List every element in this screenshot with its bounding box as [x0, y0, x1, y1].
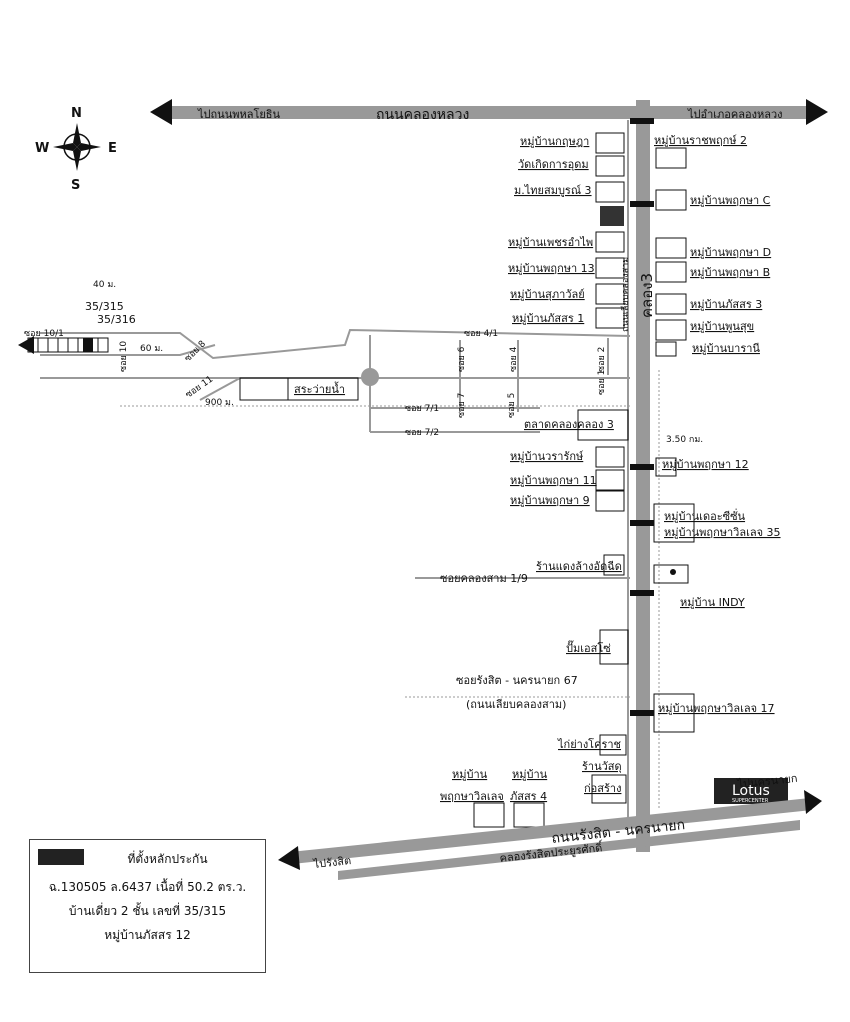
soi-7-2-label: ซอย 7/2 [405, 428, 439, 438]
indy-point [670, 569, 676, 575]
gas-station-logo-icon [600, 206, 624, 226]
place-theseasons: หมู่บ้านเดอะซีซั่น [664, 508, 746, 523]
legend-title: ที่ตั้งหลักประกัน [127, 852, 208, 866]
place-thaisomboon: ม.ไทยสมบูรณ์ 3 [514, 184, 592, 197]
soi-canal-label: ซอยคลองสาม 1/9 [440, 572, 528, 585]
distance-350-label: 3.50 กม. [666, 435, 703, 445]
east-place-boxes [653, 147, 695, 733]
place-kaiyang: ไก่ย่างโคราช [557, 737, 621, 751]
place-barani: หมู่บ้านบารานี [692, 342, 760, 355]
arrow-bottom-left-icon [278, 846, 300, 870]
roundabout [361, 368, 379, 386]
soi-4-1-label: ซอย 4/1 [464, 329, 498, 339]
soi-5-label: ซอย 5 [507, 393, 517, 418]
place-esso: ปั๊มเอสโซ่ [566, 640, 611, 655]
place-ratchaphruek2: หมู่บ้านราชพฤกษ์ 2 [654, 134, 747, 147]
distance-900-label: 900 ม. [205, 398, 234, 408]
place-poonsuk: หมู่บ้านพูนสุข [690, 320, 754, 333]
place-passorn1: หมู่บ้านภัสสร 1 [512, 312, 584, 325]
lotus-logo [714, 778, 788, 804]
west-place-boxes [473, 132, 629, 828]
legend-line-4: หมู่บ้านภัสสร 12 [104, 928, 191, 942]
place-pruksa13: หมู่บ้านพฤกษา 13 [508, 262, 595, 275]
vertical-road-label: ถนนเลียบคลองสาม [620, 257, 631, 332]
arrow-bottom-right-icon [804, 790, 822, 814]
svg-text:N: N [71, 106, 82, 121]
soi-7-label: ซอย 7 [457, 393, 467, 418]
place-market: ตลาดคลองคลอง 3 [524, 418, 614, 431]
road-top-left-label: ไปถนนพหลโยธิน [197, 107, 281, 121]
soi-rangsit67-sub-label: (ถนนเลียบคลองสาม) [466, 698, 566, 711]
svg-text:S: S [71, 178, 80, 193]
soi-4-label: ซอย 4 [509, 346, 519, 372]
lotus-logo-text: Lotus [732, 783, 770, 799]
bridge-markers [630, 118, 654, 716]
soi-1-label: ซอย 1 [597, 370, 607, 395]
distance-60-label: 60 ม. [140, 344, 163, 354]
arrow-left-icon [150, 99, 172, 125]
place-pruksa9: หมู่บ้านพฤกษา 9 [510, 494, 590, 507]
svg-text:E: E [108, 141, 117, 156]
place-pruksaC: หมู่บ้านพฤกษา C [690, 194, 771, 207]
road-bottom-left-label: ไปรังสิต [312, 854, 352, 871]
lotus-logo-sub: SUPERCENTER [732, 798, 769, 804]
arrow-right-icon [806, 99, 828, 125]
place-passorn3: หมู่บ้านภัสสร 3 [690, 298, 762, 311]
soi-7-1-label: ซอย 7/1 [405, 404, 439, 414]
pool-box [239, 377, 289, 401]
soi-10-label: ซอย 10 [119, 341, 129, 372]
vertical-main-road [636, 100, 650, 852]
place-ps4-b: ภัสสร 4 [510, 790, 547, 803]
place-material-2: ก่อสร้าง [584, 782, 621, 795]
place-pruksaD: หมู่บ้านพฤกษา D [690, 246, 771, 259]
compass-rose-icon: N S E W [35, 106, 117, 193]
canal-label: คลอง3 [638, 273, 656, 318]
plot-strip [27, 337, 109, 353]
soi-6-label: ซอย 6 [457, 346, 467, 372]
plot-315-label: 35/315 [85, 300, 124, 313]
place-pruksa11: หมู่บ้านพฤกษา 11 [510, 474, 597, 487]
place-sukhawan: หมู่บ้านสุภาวัลย์ [510, 288, 585, 301]
place-pruksaB: หมู่บ้านพฤกษา B [690, 266, 770, 279]
legend-line-2: ฉ.130505 ล.6437 เนื้อที่ 50.2 ตร.ว. [48, 880, 247, 894]
bottom-main-road [290, 798, 812, 864]
place-kookuncha: หมู่บ้านกฤษฎา [520, 135, 589, 148]
soi-2-label: ซอย 2 [597, 347, 607, 372]
place-indy: หมู่บ้าน INDY [680, 596, 745, 609]
svg-text:W: W [35, 141, 49, 156]
legend-box: ที่ตั้งหลักประกัน ฉ.130505 ล.6437 เนื้อท… [29, 839, 266, 973]
soi-10-1-label: ซอย 10/1 [24, 329, 64, 339]
road-top-right-label: ไปอำเภอคลองหลวง [687, 108, 783, 121]
place-pruksa12: หมู่บ้านพฤกษา 12 [662, 458, 749, 471]
place-temple: วัดเกิดการอุดม [518, 158, 589, 171]
arrow-left-small-icon [18, 336, 34, 354]
soi-rangsit67-label: ซอยรังสิต - นครนายก 67 [456, 674, 578, 687]
pool-label-box [287, 377, 359, 401]
place-ps4-a: หมู่บ้าน [512, 768, 548, 781]
pool-label: สระว่ายน้ำ [294, 381, 345, 396]
place-pruksavillage17: หมู่บ้านพฤกษาวิลเลจ 17 [658, 702, 775, 715]
road-bottom-right-label: ไปนครนายก [736, 772, 798, 791]
collateral-plot-marker [83, 338, 93, 352]
place-laundry: ร้านแดงล้างอัดฉีด [536, 560, 622, 573]
place-material-1: ร้านวัสดุ [582, 760, 622, 773]
legend-swatch [38, 849, 84, 865]
road-top-main-label: ถนนคลองหลวง [376, 107, 469, 123]
legend-line-3: บ้านเดี่ยว 2 ชั้น เลขที่ 35/315 [68, 904, 227, 918]
place-wararak: หมู่บ้านวรารักษ์ [510, 450, 584, 463]
plot-316-label: 35/316 [97, 313, 136, 326]
distance-40-label: 40 ม. [93, 280, 116, 290]
place-pv-b: พฤกษาวิลเลจ [440, 790, 504, 803]
bottom-canal [338, 820, 800, 880]
place-pv-a: หมู่บ้าน [452, 768, 488, 781]
top-main-road [165, 106, 815, 119]
place-pruksavillage35: หมู่บ้านพฤกษาวิลเลจ 35 [664, 526, 781, 539]
place-phet: หมู่บ้านเพชรอำไพ [508, 236, 593, 249]
